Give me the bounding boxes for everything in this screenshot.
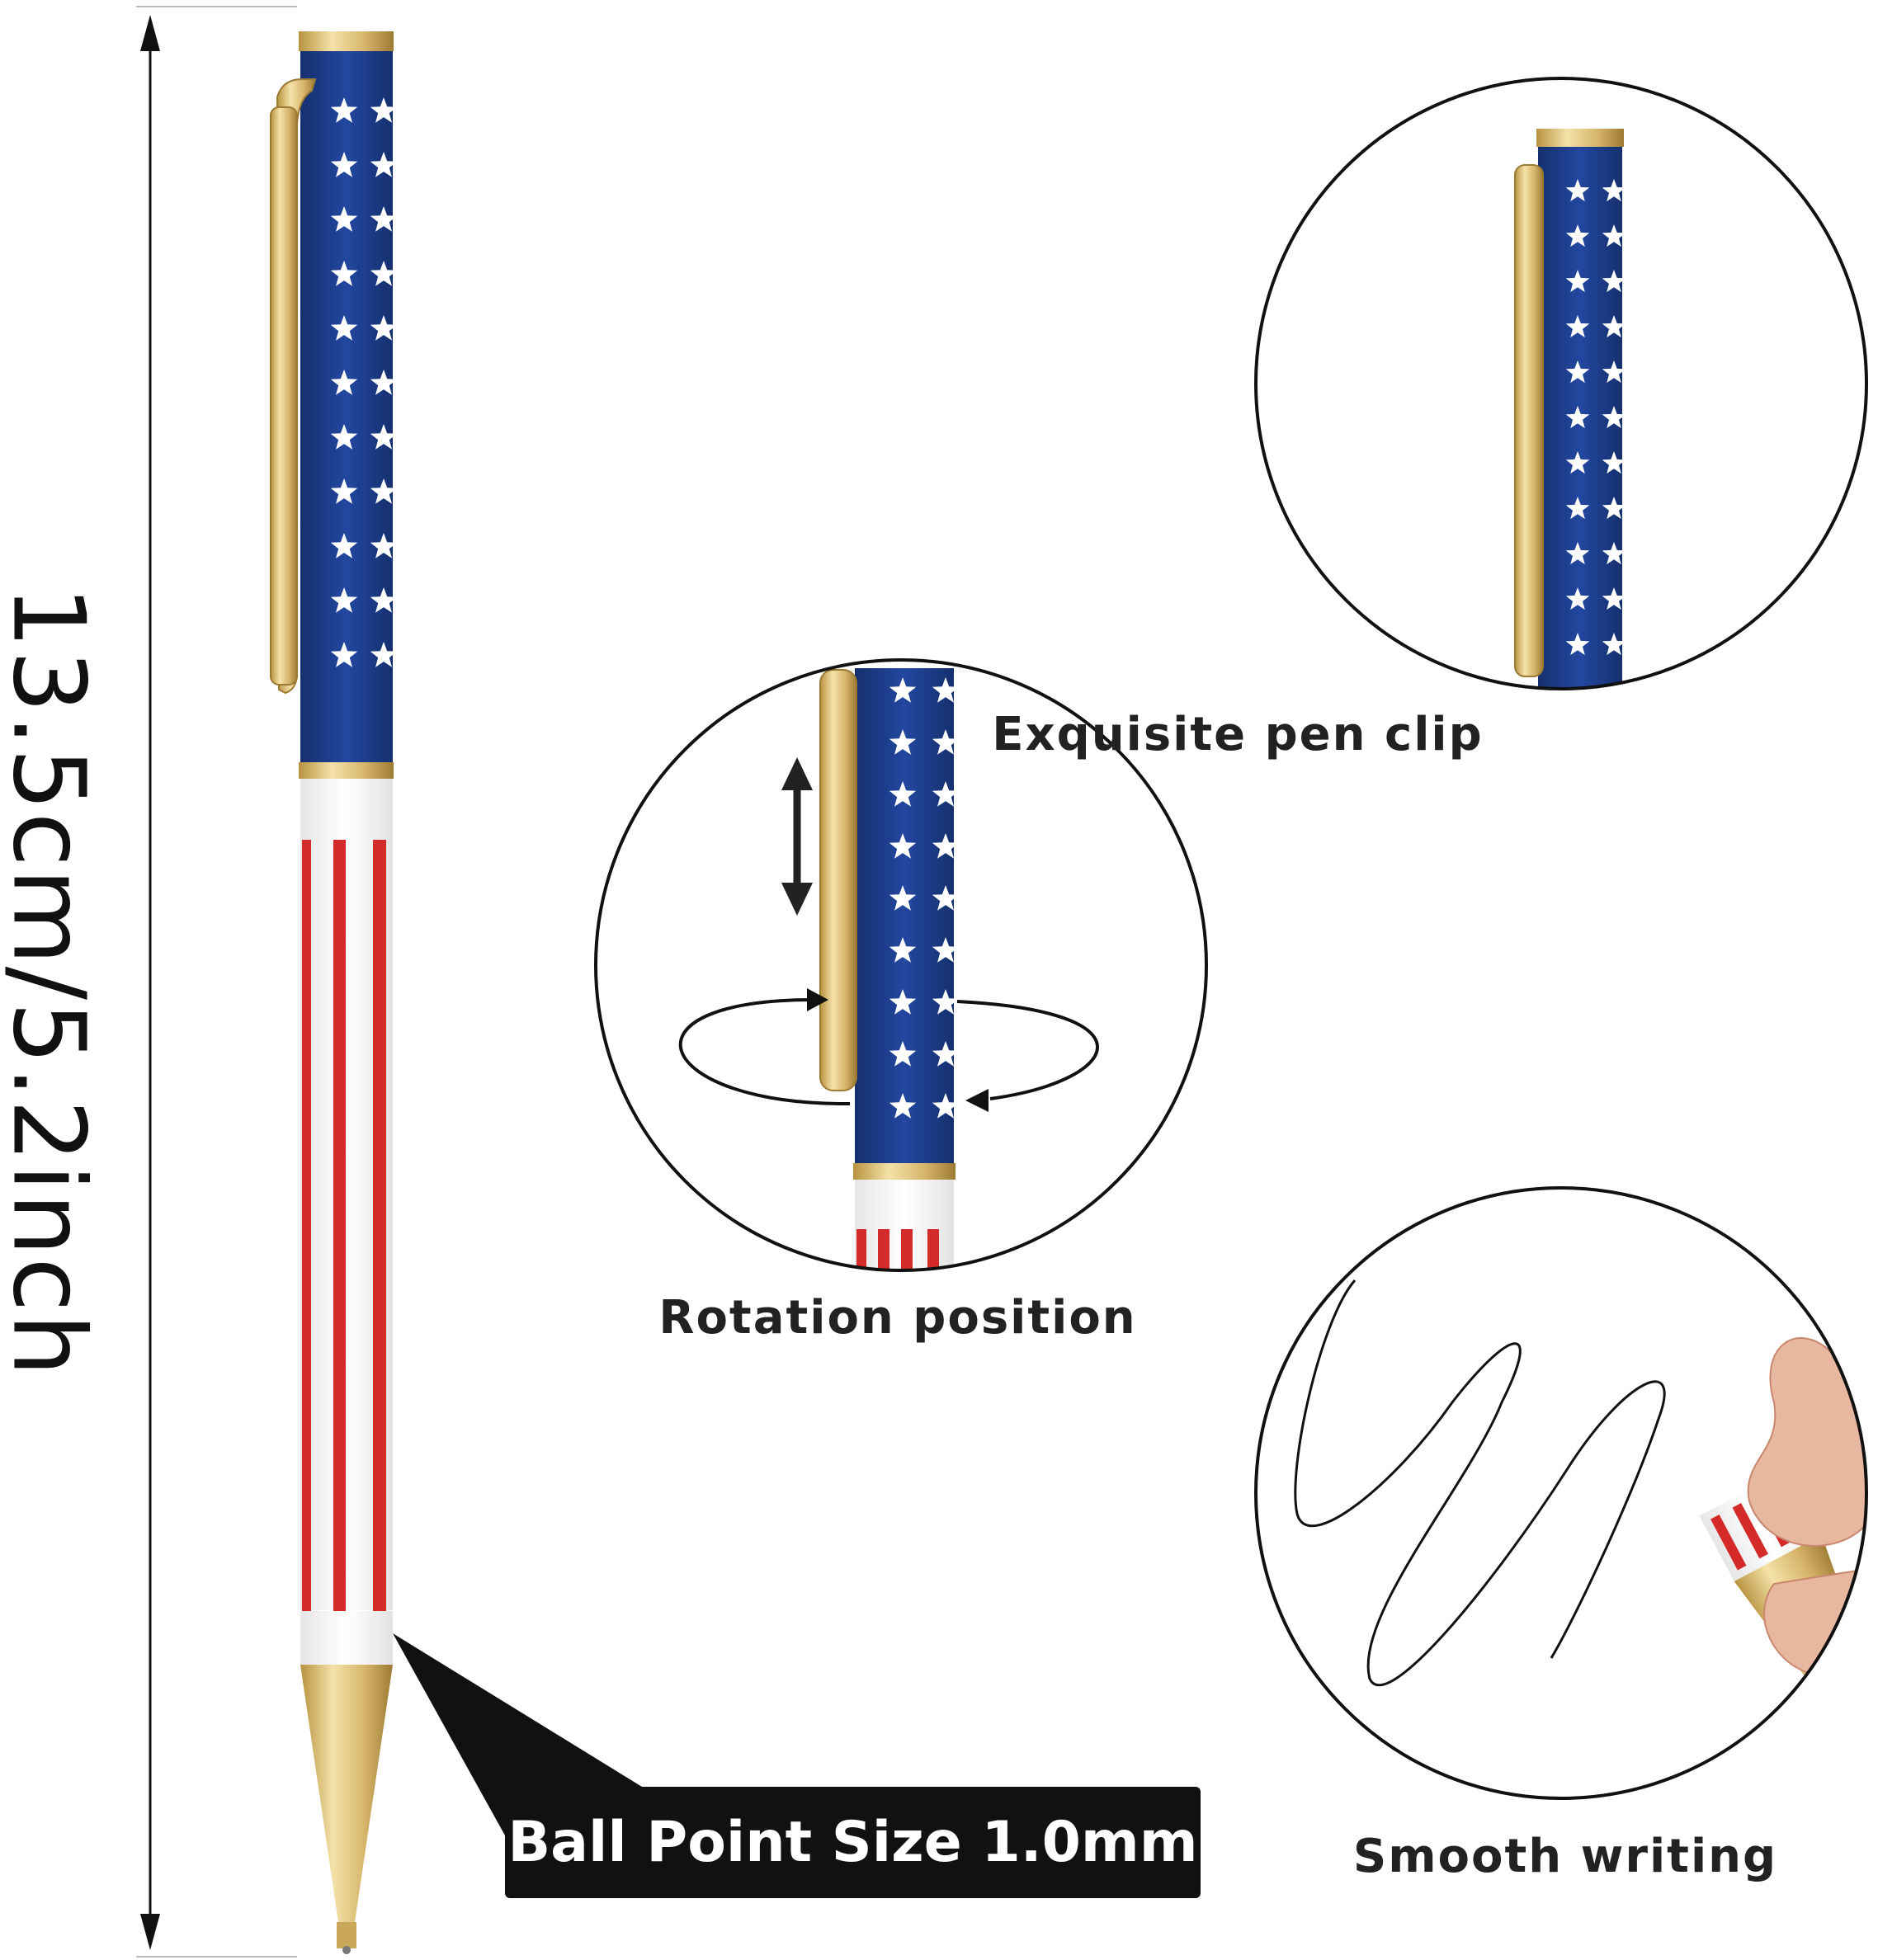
star-icon — [370, 261, 398, 286]
star-icon — [370, 424, 398, 450]
star-icon — [1565, 633, 1590, 656]
star-pattern — [330, 97, 398, 667]
star-icon — [1565, 406, 1590, 429]
star-icon — [932, 885, 960, 911]
star-icon — [932, 1093, 960, 1119]
star-icon — [889, 937, 917, 963]
star-icon — [889, 729, 917, 755]
star-icon — [932, 1041, 960, 1067]
circle-pen-clip — [1254, 77, 1868, 690]
star-icon — [889, 1041, 917, 1067]
star-icon — [1602, 633, 1626, 656]
star-icon — [330, 315, 358, 341]
circle-rotation — [594, 658, 1208, 1272]
star-icon — [1602, 451, 1626, 474]
star-icon — [370, 642, 398, 667]
star-icon — [1565, 360, 1590, 384]
star-icon — [330, 97, 358, 123]
star-icon — [330, 533, 358, 558]
star-icon — [889, 833, 917, 859]
star-icon — [889, 677, 917, 703]
star-icon — [1565, 224, 1590, 247]
star-icon — [330, 478, 358, 504]
star-icon — [330, 152, 358, 177]
star-icon — [370, 152, 398, 177]
star-icon — [330, 424, 358, 450]
star-icon — [330, 261, 358, 286]
double-arrow-icon — [781, 757, 813, 916]
star-icon — [1565, 542, 1590, 565]
star-icon — [330, 587, 358, 613]
pen-clip-icon — [270, 78, 317, 695]
star-icon — [932, 677, 960, 703]
rotation-arrow-icon — [678, 988, 1099, 1112]
ball-point-label: Ball Point Size 1.0mm — [507, 1810, 1198, 1875]
star-icon — [889, 885, 917, 911]
star-icon — [1602, 270, 1626, 293]
hand-icon — [1747, 1337, 1866, 1547]
star-icon — [1565, 587, 1590, 610]
star-icon — [370, 315, 398, 341]
ball-point-badge: Ball Point Size 1.0mm — [505, 1787, 1201, 1898]
star-icon — [932, 989, 960, 1015]
star-icon — [330, 206, 358, 232]
star-icon — [1602, 360, 1626, 384]
star-icon — [932, 833, 960, 859]
star-icon — [889, 989, 917, 1015]
star-icon — [932, 781, 960, 807]
ball-point-pointer — [393, 1633, 642, 1881]
star-icon — [1602, 224, 1626, 247]
star-icon — [1602, 179, 1626, 202]
star-icon — [1565, 315, 1590, 338]
star-icon — [1602, 587, 1626, 610]
star-icon — [889, 1093, 917, 1119]
star-icon — [1565, 451, 1590, 474]
star-icon — [330, 642, 358, 667]
star-icon — [370, 97, 398, 123]
star-icon — [932, 937, 960, 963]
star-icon — [1565, 270, 1590, 293]
star-icon — [932, 729, 960, 755]
star-icon — [370, 587, 398, 613]
star-icon — [370, 206, 398, 232]
label-exquisite-pen-clip: Exquisite pen clip — [992, 708, 1484, 761]
circle-smooth-writing — [1254, 1186, 1868, 1800]
dimension-label: 13.5cm/5.2inch — [0, 585, 106, 1378]
star-icon — [1565, 179, 1590, 202]
label-smooth-writing: Smooth writing — [1352, 1830, 1778, 1883]
main-pen — [270, 31, 398, 1954]
star-icon — [1602, 315, 1626, 338]
label-rotation-position: Rotation position — [658, 1291, 1137, 1345]
dimension-line — [136, 6, 297, 1958]
star-icon — [1602, 406, 1626, 429]
star-icon — [1602, 497, 1626, 520]
scribble-icon — [1294, 1279, 1666, 1686]
star-icon — [370, 478, 398, 504]
star-icon — [330, 370, 358, 395]
star-icon — [1602, 542, 1626, 565]
star-icon — [370, 370, 398, 395]
star-icon — [1565, 497, 1590, 520]
star-icon — [370, 533, 398, 558]
star-icon — [889, 781, 917, 807]
